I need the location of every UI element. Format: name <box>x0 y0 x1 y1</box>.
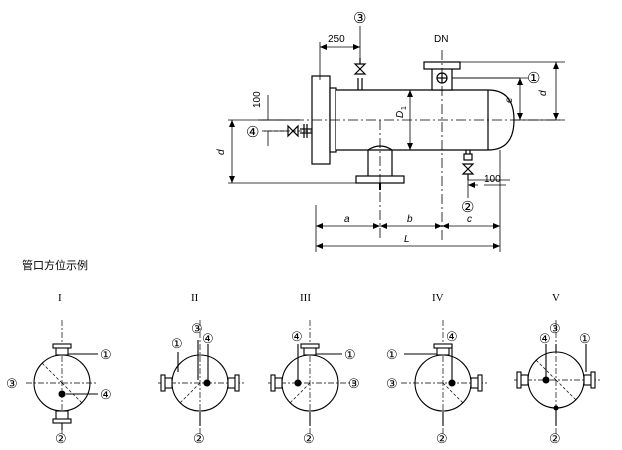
valve-2-symbol <box>461 163 475 175</box>
callout-3-main: ③ <box>353 10 366 27</box>
main-labels: DN 250 d e D 1 100 d 100 a b c L <box>216 34 549 245</box>
v1-callout-3: ③ <box>6 376 18 391</box>
orientation-view-3 <box>268 320 354 440</box>
callout-1-main: ① <box>527 70 540 87</box>
v3-callout-2: ② <box>303 431 315 446</box>
orientation-title-2: II <box>191 292 199 304</box>
label-d-left: d <box>216 149 227 155</box>
v2-callout-1: ① <box>171 336 183 351</box>
orientation-titles: I II III IV V <box>58 292 560 304</box>
label-c: c <box>467 214 472 225</box>
callout-4-main: ④ <box>246 124 259 141</box>
label-250: 250 <box>328 34 345 45</box>
v3-callout-4: ④ <box>291 329 303 344</box>
v2-callout-3: ③ <box>191 321 203 336</box>
v5-callout-4: ④ <box>539 331 551 346</box>
v4-callout-2: ② <box>436 431 448 446</box>
main-callouts: ③ ① ④ ② <box>246 10 540 216</box>
v5-callout-3: ③ <box>549 321 561 336</box>
orientation-view-2 <box>158 320 244 440</box>
v4-callout-3: ③ <box>386 376 398 391</box>
v3-callout-1: ① <box>344 347 356 362</box>
v5-callout-1: ① <box>579 331 591 346</box>
dimension-lines <box>228 26 565 252</box>
section-heading: 管口方位示例 <box>22 258 88 272</box>
label-d-right: d <box>538 90 549 96</box>
label-a: a <box>344 214 350 225</box>
v3-callout-3: ③ <box>348 376 360 391</box>
label-b: b <box>407 214 413 225</box>
label-L: L <box>404 234 410 245</box>
orientation-title-3: III <box>300 292 311 304</box>
label-100-right: 100 <box>484 174 501 185</box>
bottom-nozzle <box>367 150 393 176</box>
orientation-title-5: V <box>552 292 560 304</box>
label-e: e <box>504 97 515 103</box>
callout-2-main: ② <box>461 199 474 216</box>
orientation-view-5 <box>514 320 600 440</box>
orientation-title-1: I <box>58 292 62 304</box>
label-D1-sub: 1 <box>401 106 408 110</box>
label-100-left: 100 <box>252 91 263 108</box>
orientation-view-1 <box>26 320 98 440</box>
orientation-callouts: ① ③ ④ ② ① ③ ④ ② ④ ① ③ ② ① ④ ③ ② ④ ③ ① ② <box>6 321 591 446</box>
label-dn: DN <box>434 34 448 45</box>
v1-callout-1: ① <box>100 347 112 362</box>
v2-callout-4: ④ <box>202 331 214 346</box>
v5-callout-2: ② <box>549 431 561 446</box>
valve-3-symbol <box>353 63 367 75</box>
v2-callout-2: ② <box>193 431 205 446</box>
v4-callout-4: ④ <box>446 329 458 344</box>
v1-callout-4: ④ <box>100 387 112 402</box>
v4-callout-1: ① <box>386 347 398 362</box>
valve-4-symbol <box>287 124 299 138</box>
v1-callout-2: ② <box>55 431 67 446</box>
orientation-view-4 <box>401 320 487 440</box>
orientation-title-4: IV <box>432 292 444 304</box>
label-D1: D <box>395 111 406 118</box>
